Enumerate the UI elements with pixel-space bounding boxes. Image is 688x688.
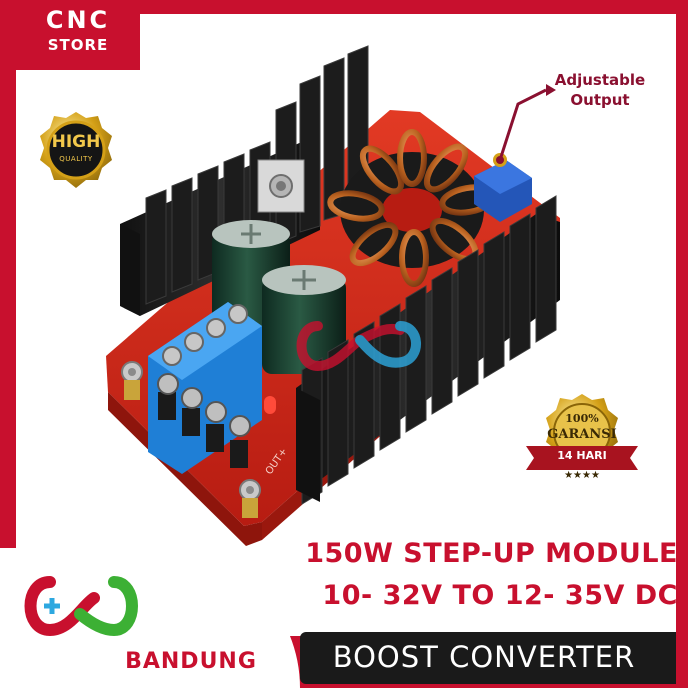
led — [264, 396, 276, 414]
store-logo-line2: STORE — [47, 36, 109, 54]
frame-top — [0, 0, 688, 14]
mounting-screws — [121, 361, 261, 518]
store-logo — [16, 0, 140, 70]
high-quality-badge-bottom: QUALITY — [59, 155, 93, 163]
garansi-badge — [526, 394, 638, 470]
frame-left — [0, 0, 16, 688]
adjustable-output-line1: Adjustable — [554, 71, 646, 89]
adjustable-output-label: Adjustable Output — [548, 70, 652, 110]
garansi-badge-ribbon: 14 HARI — [557, 449, 607, 462]
store-logo-line1: CNC — [45, 6, 111, 34]
callout-pointer — [496, 84, 556, 164]
left-heatsink — [120, 45, 369, 316]
product-title-line1: 150W STEP-UP MODULE — [305, 538, 678, 569]
garansi-badge-stars: ★★★★ — [564, 470, 600, 481]
terminal-block — [148, 302, 262, 474]
garansi-badge-middle: GARANSI — [547, 427, 617, 442]
footer-product-type: BOOST CONVERTER — [332, 640, 636, 674]
product-title-line2: 10- 32V TO 12- 35V DC — [322, 580, 678, 611]
high-quality-badge-top: HIGH — [51, 132, 101, 152]
footer-product-bar — [300, 632, 676, 684]
right-heatsink — [296, 195, 560, 505]
frame-right — [676, 0, 688, 688]
high-quality-badge — [40, 112, 112, 188]
garansi-badge-top: 100% — [565, 412, 599, 425]
watermark-logo — [296, 321, 421, 372]
footer-location: BANDUNG — [125, 649, 257, 674]
potentiometer — [474, 153, 532, 222]
adjustable-output-line2: Output — [570, 91, 630, 109]
brand-infinity-icon — [24, 576, 138, 637]
toroid-inductor — [327, 129, 497, 287]
